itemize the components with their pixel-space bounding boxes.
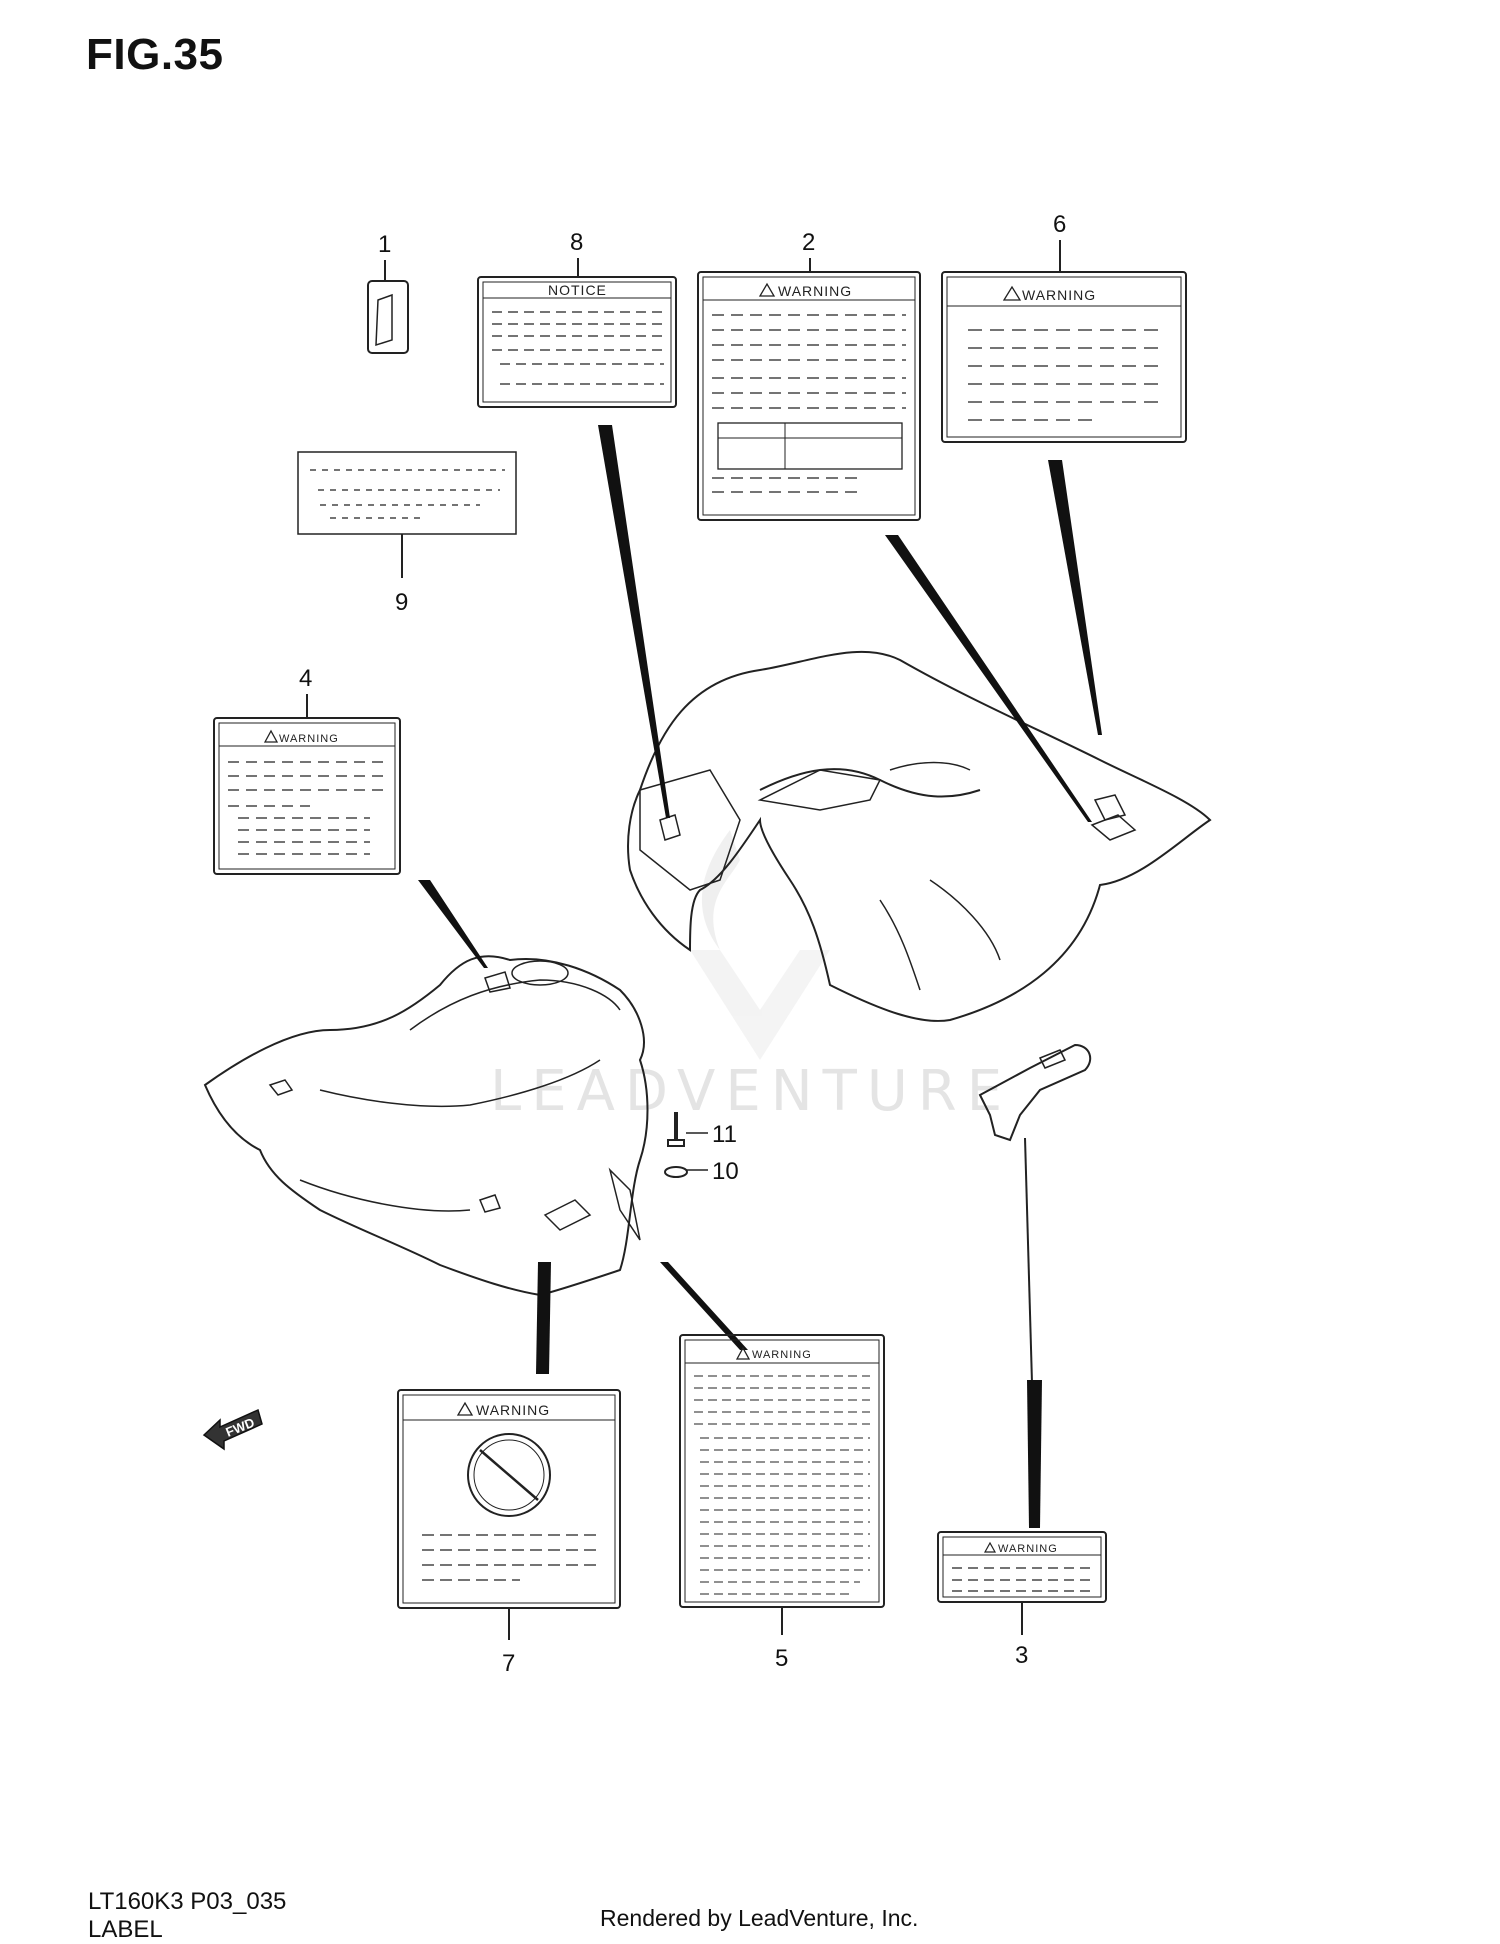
notice-heading: NOTICE: [548, 282, 607, 298]
warning-heading-6: WARNING: [1022, 287, 1096, 303]
figure-name: LABEL: [88, 1916, 163, 1943]
watermark-logo: [690, 830, 830, 1060]
part-5-warning-label: [679, 1334, 885, 1635]
fwd-arrow: [202, 1408, 263, 1451]
fwd-arrow-text: FWD: [224, 1415, 257, 1440]
callout-7: 7: [502, 1650, 515, 1677]
warning-heading-7: WARNING: [476, 1402, 550, 1418]
callout-9: 9: [395, 589, 408, 616]
warning-heading-2: WARNING: [778, 283, 852, 299]
part-7-warning-label: [397, 1389, 621, 1640]
warning-heading-3: WARNING: [998, 1543, 1058, 1555]
callout-8: 8: [570, 229, 583, 256]
part-11-bolt: [667, 1112, 708, 1147]
watermark-text: LEADVENTURE: [490, 1059, 1012, 1124]
figure-title: FIG.35: [86, 30, 224, 79]
front-fender: [203, 955, 649, 1297]
callout-5: 5: [775, 1645, 788, 1672]
callout-2: 2: [802, 229, 815, 256]
callout-3: 3: [1015, 1642, 1028, 1669]
part-6-warning-label: [941, 240, 1187, 443]
callout-6: 6: [1053, 211, 1066, 238]
warning-heading-5: WARNING: [752, 1349, 812, 1361]
part-9-strip-label: [297, 451, 517, 578]
callout-10: 10: [712, 1158, 739, 1185]
callout-4: 4: [299, 665, 312, 692]
part-4-warning-label: [213, 694, 401, 875]
part-1-small-label: [367, 260, 409, 354]
leader-wedges: [418, 425, 1102, 1528]
figure-code: LT160K3 P03_035: [88, 1888, 287, 1915]
callout-11: 11: [712, 1121, 737, 1148]
part-10-washer: [664, 1166, 708, 1178]
rear-fender: [627, 650, 1212, 1022]
part-3-warning-label: [937, 1531, 1107, 1635]
part-2-warning-label: [697, 258, 921, 521]
warning-heading-4: WARNING: [279, 733, 339, 745]
part-8-notice-label: [477, 258, 677, 408]
credit-line: Rendered by LeadVenture, Inc.: [600, 1905, 919, 1931]
callout-1: 1: [378, 231, 391, 258]
